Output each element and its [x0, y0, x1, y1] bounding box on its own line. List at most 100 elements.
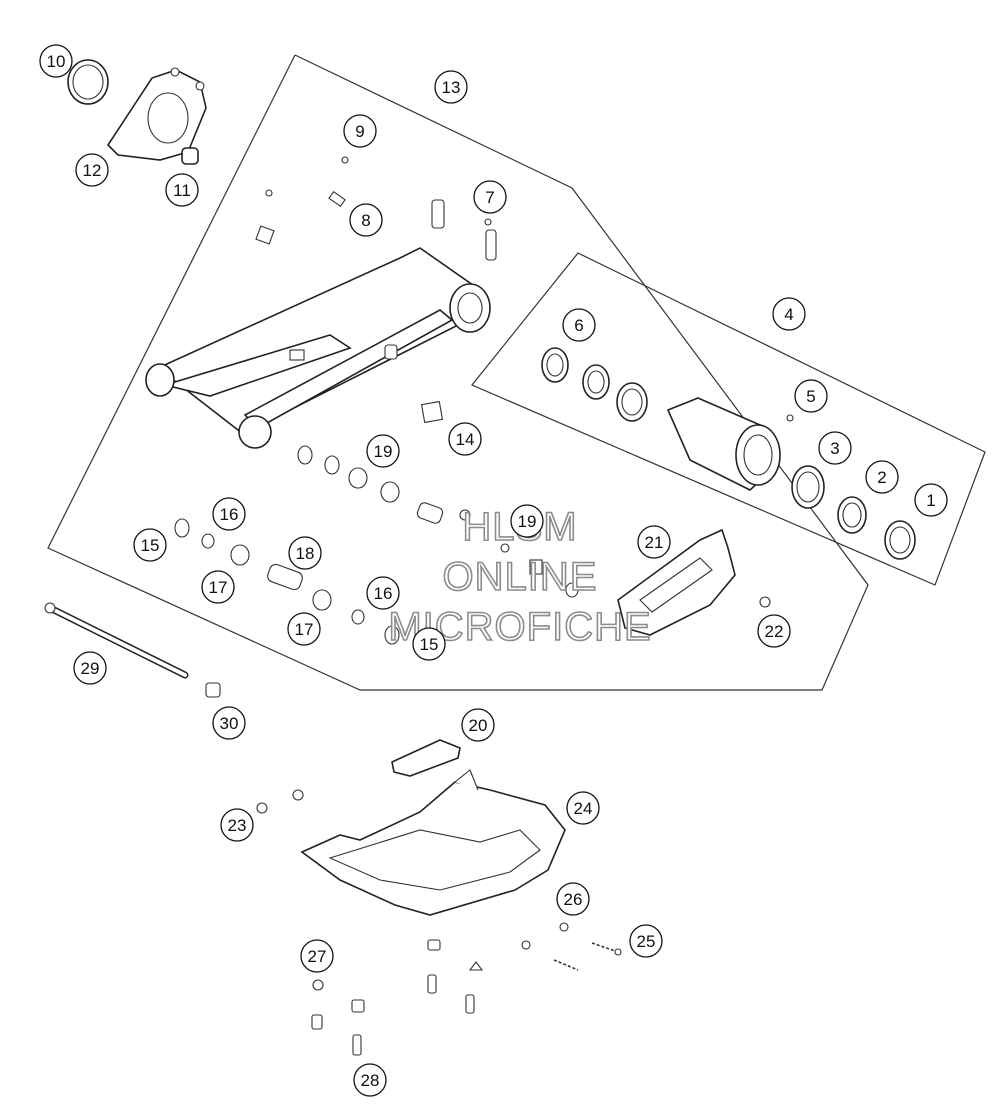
- svg-text:18: 18: [296, 544, 315, 563]
- svg-text:21: 21: [645, 533, 664, 552]
- svg-text:5: 5: [806, 387, 815, 406]
- callout-8: 8: [349, 203, 383, 237]
- svg-text:9: 9: [355, 122, 364, 141]
- swingarm-body-part-13: [145, 247, 491, 449]
- svg-text:23: 23: [228, 816, 247, 835]
- callout-25: 25: [629, 924, 663, 958]
- svg-text:15: 15: [141, 536, 160, 555]
- callout-16: 16: [212, 497, 246, 531]
- svg-text:14: 14: [456, 430, 475, 449]
- axle-part-29: [44, 602, 189, 679]
- sleeve-part-18: [267, 563, 303, 591]
- seal-part-15: [174, 518, 400, 645]
- callout-2: 2: [865, 460, 899, 494]
- nut-part-30: [205, 682, 221, 698]
- svg-text:28: 28: [361, 1071, 380, 1090]
- svg-text:22: 22: [765, 622, 784, 641]
- svg-text:7: 7: [485, 188, 494, 207]
- callout-1: 1: [914, 483, 948, 517]
- svg-text:17: 17: [209, 578, 228, 597]
- screw-part-22: [759, 596, 771, 608]
- svg-text:10: 10: [47, 52, 66, 71]
- callout-19: 19: [366, 434, 400, 468]
- svg-text:24: 24: [574, 799, 593, 818]
- svg-text:17: 17: [295, 620, 314, 639]
- bracket-part-20: [391, 739, 461, 777]
- svg-text:19: 19: [518, 512, 537, 531]
- eccentric-hub-part: [666, 397, 781, 491]
- svg-text:11: 11: [173, 181, 191, 200]
- adjuster-part-7: [431, 199, 497, 261]
- nut-part-9: [341, 156, 349, 164]
- pivot-bushings-part-19: [297, 445, 471, 524]
- callout-4: 4: [772, 297, 806, 331]
- callout-26: 26: [556, 882, 590, 916]
- svg-text:8: 8: [361, 211, 370, 230]
- seal-part-1: [884, 520, 916, 560]
- callout-11: 11: [165, 173, 199, 207]
- callout-24: 24: [566, 791, 600, 825]
- label-plate-part-14: [420, 400, 444, 424]
- svg-text:13: 13: [442, 78, 461, 97]
- callout-29: 29: [73, 651, 107, 685]
- callout-15: 15: [412, 627, 446, 661]
- bushing-part-11: [181, 147, 199, 165]
- svg-text:27: 27: [308, 947, 327, 966]
- washer-part-26: [521, 922, 579, 971]
- grease-nipple-part-5: [786, 414, 794, 422]
- svg-text:3: 3: [830, 439, 839, 458]
- callout-20: 20: [461, 708, 495, 742]
- callout-9: 9: [343, 114, 377, 148]
- seal-part-6: [541, 347, 569, 383]
- callout-30: 30: [212, 706, 246, 740]
- swingarm-group-frame: [47, 54, 869, 691]
- svg-text:25: 25: [637, 932, 656, 951]
- screw-part-23: [256, 789, 304, 814]
- svg-text:16: 16: [374, 584, 393, 603]
- svg-text:6: 6: [574, 316, 583, 335]
- bearing-part-2: [837, 496, 867, 534]
- callout-17: 17: [201, 570, 235, 604]
- guide-plate-part-12: [106, 67, 207, 161]
- callout-19: 19: [510, 504, 544, 538]
- svg-text:16: 16: [220, 505, 239, 524]
- callout-22: 22: [757, 614, 791, 648]
- callout-bubbles: 1 2 3 4 5 6 7 8 9 10 11 12 13 14 15 15 1…: [39, 44, 948, 1097]
- mount-parts-27: [311, 939, 484, 1030]
- callout-16: 16: [366, 576, 400, 610]
- bearing-part-16: [201, 533, 365, 625]
- bolt-part-28: [351, 999, 365, 1056]
- ring-part-3: [791, 465, 825, 509]
- callout-15: 15: [133, 528, 167, 562]
- skid-plate-part-24: [300, 769, 566, 916]
- bearing-part-6b: [582, 364, 610, 400]
- callout-18: 18: [288, 536, 322, 570]
- callout-12: 12: [75, 153, 109, 187]
- svg-text:19: 19: [374, 442, 393, 461]
- callout-5: 5: [794, 379, 828, 413]
- svg-text:4: 4: [784, 305, 793, 324]
- svg-text:12: 12: [83, 161, 102, 180]
- ring-part-10: [67, 59, 109, 105]
- svg-text:2: 2: [877, 468, 886, 487]
- bushing-part-17: [230, 544, 332, 611]
- callout-14: 14: [448, 422, 482, 456]
- callout-6: 6: [562, 308, 596, 342]
- bolt-part-8: [255, 189, 346, 245]
- svg-text:29: 29: [81, 659, 100, 678]
- bolt-part-25: [591, 942, 622, 956]
- svg-text:30: 30: [220, 714, 239, 733]
- callout-13: 13: [434, 70, 468, 104]
- svg-text:26: 26: [564, 890, 583, 909]
- spacer-ring-part: [616, 382, 648, 422]
- callout-27: 27: [300, 939, 334, 973]
- callout-28: 28: [353, 1063, 387, 1097]
- callout-21: 21: [637, 525, 671, 559]
- callout-17: 17: [287, 612, 321, 646]
- svg-text:15: 15: [420, 635, 439, 654]
- callout-3: 3: [818, 431, 852, 465]
- callout-10: 10: [39, 44, 73, 78]
- watermark-line-2: ONLINE: [443, 555, 598, 599]
- chain-slider-part-21: [500, 528, 736, 636]
